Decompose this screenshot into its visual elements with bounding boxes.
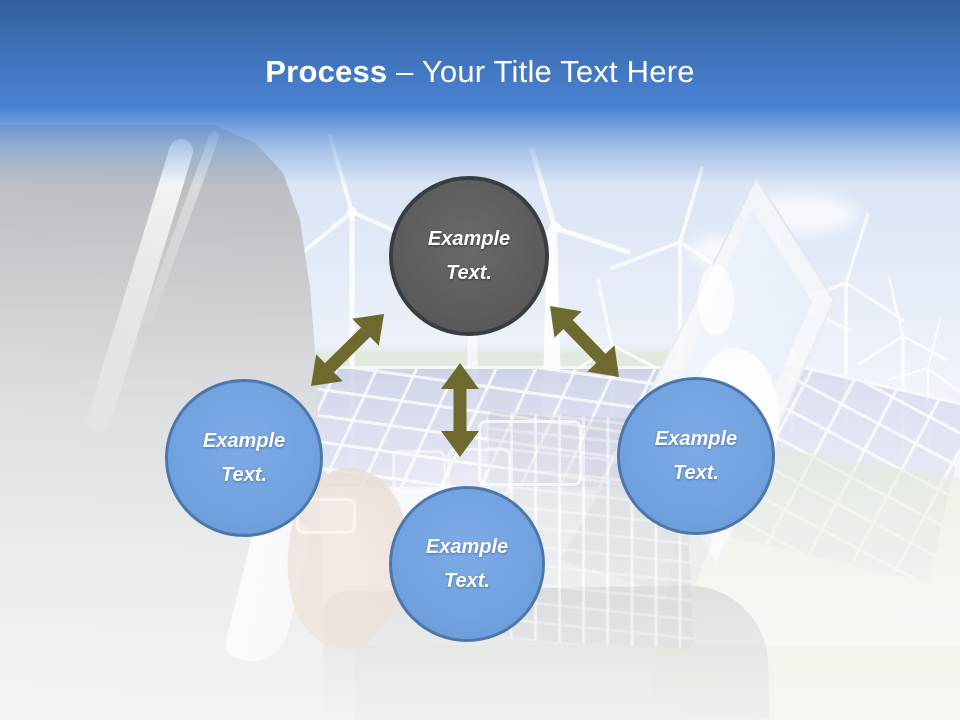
arrows-group xyxy=(311,306,619,457)
node-top[interactable]: Example Text. xyxy=(389,176,549,336)
slide-header: Process – Your Title Text Here xyxy=(0,0,960,185)
node-left[interactable]: Example Text. xyxy=(165,379,323,537)
node-label-line1: Example xyxy=(425,536,509,558)
node-label-line2: Text. xyxy=(673,462,719,484)
node-label-line1: Example xyxy=(654,428,738,450)
title-keyword: Process xyxy=(265,54,388,89)
arrow-middle-vertical[interactable] xyxy=(441,363,479,457)
node-bottom[interactable]: Example Text. xyxy=(389,486,545,642)
node-label-line2: Text. xyxy=(444,570,490,592)
node-label-line2: Text. xyxy=(446,262,492,284)
node-label-line1: Example xyxy=(427,228,511,250)
node-label-line2: Text. xyxy=(221,464,267,486)
node-right[interactable]: Example Text. xyxy=(617,377,775,535)
slide-title[interactable]: Process – Your Title Text Here xyxy=(0,54,960,90)
arrow-right-diagonal[interactable] xyxy=(550,306,619,377)
node-label-line1: Example xyxy=(202,430,286,452)
title-subtitle: – Your Title Text Here xyxy=(396,54,695,89)
arrow-left-diagonal[interactable] xyxy=(311,314,384,386)
